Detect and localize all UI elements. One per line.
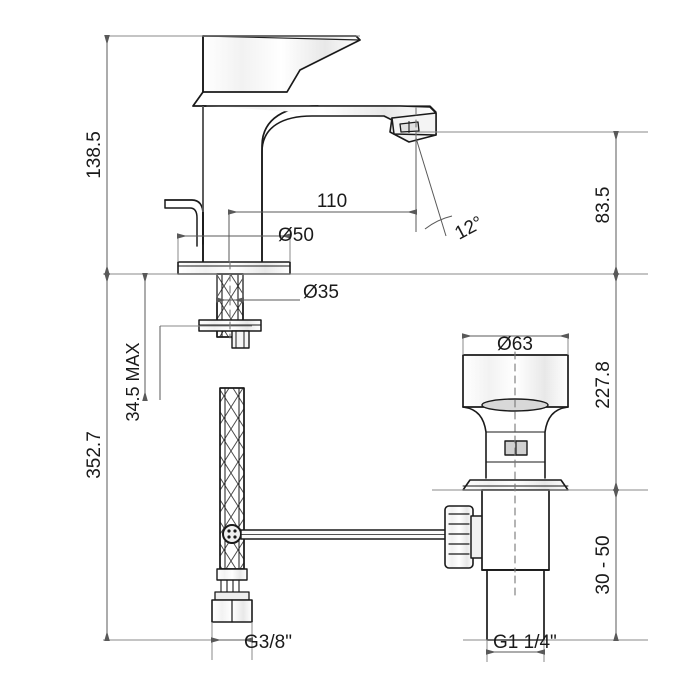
- dim-110: [228, 209, 417, 262]
- lever-handle: [192, 35, 361, 107]
- dimension-label-352-7: 352.7: [84, 431, 105, 479]
- dimension-label-dia-35: Ø35: [303, 282, 339, 303]
- pop-up-linkage-rod: [222, 524, 454, 544]
- dimension-label-138-5: 138.5: [84, 131, 105, 179]
- dimension-label-dia-50: Ø50: [278, 225, 314, 246]
- dimension-label-227-8: 227.8: [593, 361, 614, 409]
- dimension-text-layer: 138.5 352.7 34.5 MAX 83.5 227.8 30 - 50 …: [84, 131, 614, 653]
- dimension-label-dia-63: Ø63: [497, 334, 533, 355]
- drawing-body: [164, 35, 569, 641]
- dimension-label-34-5-max: 34.5 MAX: [123, 342, 143, 421]
- pop-up-lift-rod: [164, 199, 204, 247]
- dimension-label-110: 110: [317, 191, 347, 212]
- dimension-annotations: [103, 35, 648, 662]
- dimension-label-angle-12: 12°: [451, 212, 486, 244]
- dimension-label-83-5: 83.5: [593, 187, 614, 224]
- dim-angle-12: [415, 137, 453, 237]
- extension-lines: [103, 35, 648, 662]
- dimension-label-g-3-8: G3/8": [244, 632, 292, 653]
- base-escutcheon: [177, 261, 291, 275]
- dimension-label-30-50: 30 - 50: [593, 535, 614, 594]
- faucet-body-and-spout: [202, 105, 437, 263]
- dimension-label-g-1-1-4: G1 1/4": [493, 632, 557, 653]
- dim-34-5-max: [142, 273, 161, 401]
- flexible-braided-hose: [211, 387, 253, 623]
